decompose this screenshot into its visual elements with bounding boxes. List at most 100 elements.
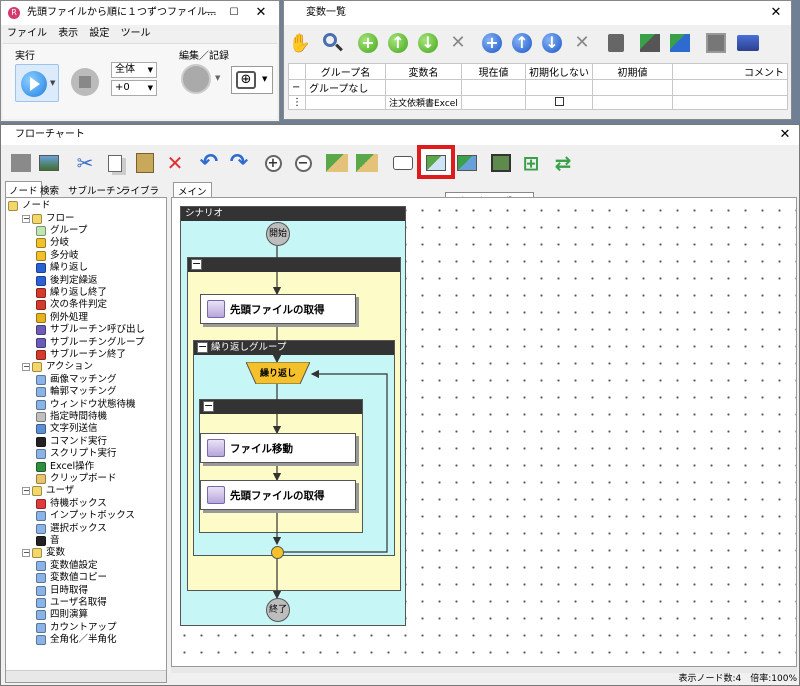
delete-icon[interactable]: ✕ xyxy=(166,151,184,175)
table-row[interactable]: ⋮ 注文依頼書Excel xyxy=(288,95,788,110)
record-dropdown-icon[interactable]: ▼ xyxy=(215,74,221,82)
undo-icon[interactable]: ↶ xyxy=(199,150,219,175)
tree-item[interactable]: インプットボックス xyxy=(36,510,135,522)
add-group-icon[interactable]: + xyxy=(480,31,504,55)
swap-icon[interactable]: ⇄ xyxy=(554,151,572,175)
collapse-icon[interactable]: − xyxy=(203,399,214,412)
grid-icon[interactable] xyxy=(704,31,728,55)
capture-all-icon[interactable] xyxy=(355,151,379,175)
tree-item[interactable]: 繰り返し終了 xyxy=(36,287,107,299)
delete-gray-icon[interactable]: ✕ xyxy=(574,32,590,53)
column-variable-name[interactable]: 変数名 xyxy=(385,63,462,80)
keyboard-icon[interactable] xyxy=(736,31,760,55)
hand-icon[interactable]: ✋ xyxy=(288,32,312,54)
tab-subroutine[interactable]: サブルーチン xyxy=(68,186,126,197)
table-row[interactable]: − グループなし xyxy=(288,79,788,96)
tree-item[interactable]: カウントアップ xyxy=(36,622,117,634)
column-no-init[interactable]: 初期化しない xyxy=(525,63,593,80)
maximize-button[interactable]: ☐ xyxy=(229,7,239,18)
tree-item[interactable]: 指定時間待機 xyxy=(36,411,107,423)
export-variable-icon[interactable] xyxy=(668,31,692,55)
move-file-node[interactable]: ファイル移動 xyxy=(200,433,356,463)
export-image-icon[interactable] xyxy=(9,151,33,175)
zoom-out-icon[interactable]: − xyxy=(291,151,315,175)
collapse-icon[interactable]: − xyxy=(22,362,30,372)
tab-search[interactable]: 検索 xyxy=(40,186,60,197)
no-init-checkbox[interactable] xyxy=(525,95,593,110)
tree-item[interactable]: 輪郭マッチング xyxy=(36,386,117,398)
tree-item[interactable]: サブルーチン呼び出し xyxy=(36,324,145,336)
tree-item[interactable]: 変数値設定 xyxy=(36,560,98,572)
tree-item[interactable]: 例外処理 xyxy=(36,312,88,324)
run-button[interactable]: ▼ xyxy=(15,64,59,102)
tree-item[interactable]: ウィンドウ状態待機 xyxy=(36,398,136,410)
scenario-container[interactable]: シナリオ − −繰り返しグループ − xyxy=(180,206,406,626)
minimize-button[interactable]: — xyxy=(206,7,216,18)
variable-name-cell[interactable]: 注文依頼書Excel xyxy=(385,95,462,110)
zoom-in-icon[interactable]: + xyxy=(261,151,285,175)
run-dropdown-icon[interactable]: ▼ xyxy=(50,79,56,87)
tree-item[interactable]: ノード xyxy=(8,200,51,212)
tab-main[interactable]: メイン xyxy=(173,182,212,199)
add-node-icon[interactable]: ⊞ xyxy=(522,151,540,175)
stop-button[interactable] xyxy=(71,68,99,96)
collapse-icon[interactable]: − xyxy=(197,340,208,353)
tree-item[interactable]: 次の条件判定 xyxy=(36,299,107,311)
loop-node[interactable]: 繰り返し xyxy=(246,362,310,384)
capture-icon[interactable] xyxy=(325,151,349,175)
paste-icon[interactable] xyxy=(133,151,157,175)
close-button[interactable]: ✕ xyxy=(770,5,782,20)
tree-item[interactable]: 選択ボックス xyxy=(36,522,107,534)
comment-cell[interactable] xyxy=(672,95,788,110)
get-first-file-node-2[interactable]: 先頭ファイルの取得 xyxy=(200,480,356,510)
cut-icon[interactable]: ✂ xyxy=(76,151,94,175)
column-current-value[interactable]: 現在値 xyxy=(461,63,526,80)
tree-item[interactable]: サブルーチン終了 xyxy=(36,349,126,361)
collapse-icon[interactable]: − xyxy=(22,213,30,223)
redo-icon[interactable]: ↷ xyxy=(229,150,249,175)
add-variable-icon[interactable]: + xyxy=(356,31,380,55)
tree-item[interactable]: サブルーチングループ xyxy=(36,336,144,348)
collapse-icon[interactable]: − xyxy=(22,548,30,558)
flow-canvas[interactable]: シナリオ − −繰り返しグループ − xyxy=(171,197,797,667)
start-node[interactable]: 開始 xyxy=(266,222,290,246)
menu-view[interactable]: 表示 xyxy=(58,28,79,39)
record-button[interactable] xyxy=(181,64,211,94)
column-group-name[interactable]: グループ名 xyxy=(305,63,386,80)
column-comment[interactable]: コメント xyxy=(672,63,788,80)
tree-item[interactable]: 変数値コピー xyxy=(36,572,107,584)
close-button[interactable]: ✕ xyxy=(779,127,791,142)
offset-select[interactable]: +0 ▼ xyxy=(111,80,157,96)
menu-tools[interactable]: ツール xyxy=(120,28,151,39)
menu-file[interactable]: ファイル xyxy=(7,28,47,39)
scenario-import-button[interactable] xyxy=(417,145,455,179)
inner-group[interactable]: − xyxy=(199,399,363,533)
tree-item[interactable]: −変数 xyxy=(22,547,65,559)
move-down-green-icon[interactable]: ↓ xyxy=(416,31,440,55)
horizontal-scrollbar[interactable] xyxy=(6,670,166,682)
tree-item[interactable]: 文字列送信 xyxy=(36,423,98,435)
get-first-file-node-1[interactable]: 先頭ファイルの取得 xyxy=(200,294,356,324)
window-list-icon[interactable] xyxy=(489,151,513,175)
column-initial-value[interactable]: 初期値 xyxy=(592,63,673,80)
tree-item[interactable]: コマンド実行 xyxy=(36,436,107,448)
tree-item[interactable]: −ユーザ xyxy=(22,485,74,497)
move-down-blue-icon[interactable]: ↓ xyxy=(540,31,564,55)
tree-item[interactable]: 音 xyxy=(36,535,60,547)
tree-item[interactable]: Excel操作 xyxy=(36,460,94,472)
close-button[interactable]: ✕ xyxy=(255,5,267,20)
tree-item[interactable]: −フロー xyxy=(22,212,75,224)
outer-group[interactable]: − −繰り返しグループ − xyxy=(187,257,401,591)
search-icon[interactable] xyxy=(320,31,344,55)
tree-item[interactable]: −アクション xyxy=(22,361,93,373)
copy-icon[interactable] xyxy=(103,151,127,175)
tree-item[interactable]: スクリプト実行 xyxy=(36,448,117,460)
menu-settings[interactable]: 設定 xyxy=(89,28,110,39)
scenario-export-icon[interactable] xyxy=(455,151,479,175)
move-up-blue-icon[interactable]: ↑ xyxy=(510,31,534,55)
canvas-h-scrollbar[interactable] xyxy=(171,667,797,673)
tree-item[interactable]: クリップボード xyxy=(36,473,117,485)
image-icon[interactable] xyxy=(37,151,61,175)
range-select[interactable]: 全体 ▼ xyxy=(111,62,157,78)
collapse-icon[interactable]: − xyxy=(22,486,30,496)
